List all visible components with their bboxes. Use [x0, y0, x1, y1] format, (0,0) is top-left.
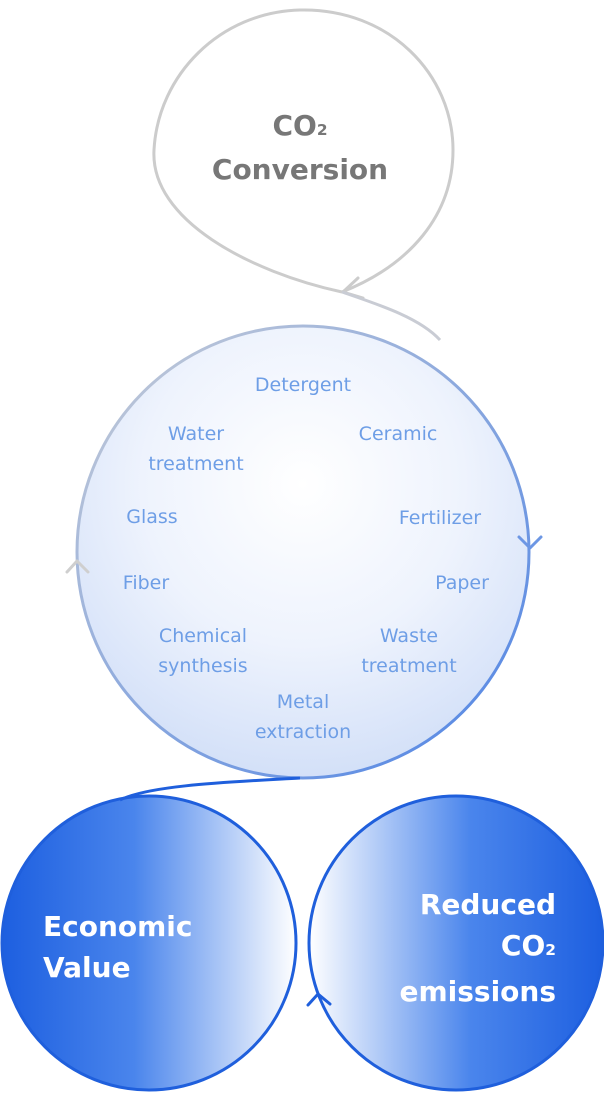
reduced-emissions-title: Reduced CO2 emissions: [399, 884, 556, 1012]
app-label-ceramic: Ceramic: [358, 423, 438, 445]
top-node-line1: CO2: [272, 109, 328, 142]
reduced-emissions-line3: emissions: [399, 975, 556, 1008]
app-label-detergent: Detergent: [254, 374, 352, 396]
economic-value-line1: Economic: [43, 910, 193, 943]
connector-top: [341, 290, 442, 342]
economic-value-circle: [0, 794, 298, 1092]
economic-value-title: Economic Value: [43, 906, 193, 988]
app-label-metal-extraction: Metal extraction: [254, 691, 352, 743]
app-label-paper: Paper: [435, 572, 489, 594]
app-label-chemical-synthesis: Chemical synthesis: [158, 625, 248, 677]
middle-left-arrow-icon: [65, 559, 90, 574]
app-label-fiber: Fiber: [122, 572, 170, 594]
economic-value-line2: Value: [43, 951, 131, 984]
applications-circle: [75, 324, 531, 780]
connector-middle: [119, 776, 301, 802]
app-label-water-treatment: Water treatment: [148, 423, 244, 475]
bottom-right-arrow-icon: [306, 992, 332, 1007]
reduced-emissions-line1: Reduced: [419, 888, 556, 921]
top-loop: [152, 8, 455, 294]
reduced-emissions-line2: CO2: [500, 929, 556, 962]
top-node-title: CO2 Conversion: [170, 106, 430, 190]
app-label-waste-treatment: Waste treatment: [361, 625, 457, 677]
middle-right-arrow-icon: [517, 535, 543, 550]
reduced-emissions-circle: [307, 794, 604, 1092]
app-label-glass: Glass: [126, 506, 178, 528]
top-node-line2: Conversion: [211, 153, 389, 186]
app-label-fertilizer: Fertilizer: [398, 507, 482, 529]
